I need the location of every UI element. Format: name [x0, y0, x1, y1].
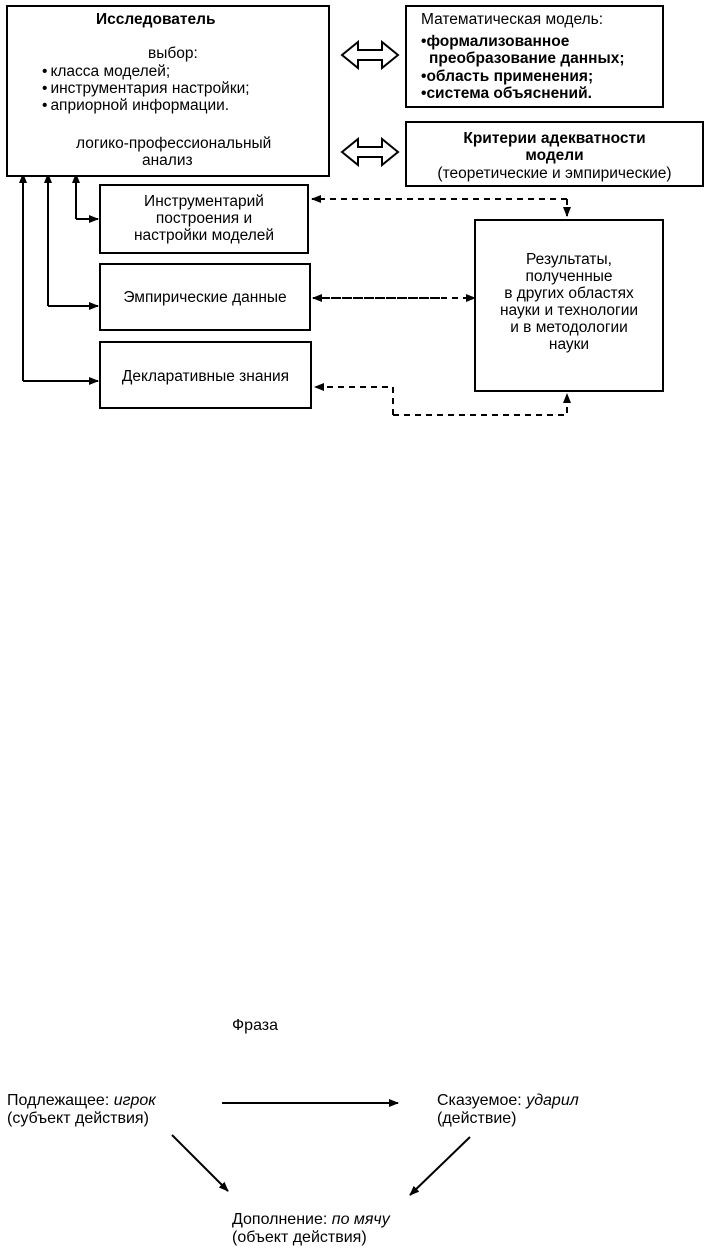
object-node: Дополнение: по мячу [232, 1211, 390, 1229]
math-model-box: Математическая модель: •формализованное … [405, 5, 664, 108]
criteria-title-line2: модели [525, 147, 584, 164]
criteria-box: Критерии адекватности модели (теоретичес… [405, 121, 704, 187]
arrow-predicate-object [409, 1136, 471, 1196]
predicate-word: ударил [526, 1092, 579, 1109]
toolkit-line1: Инструментарий [144, 193, 264, 210]
researcher-analysis-line1: логико-профессиональный [76, 135, 272, 152]
toolkit-line3: настройки моделей [133, 227, 275, 244]
declarative-knowledge-box: Декларативные знания [99, 341, 312, 409]
results-line: в других областях [504, 285, 634, 302]
criteria-title-line1: Критерии адекватности [463, 130, 646, 147]
results-line: Результаты, [526, 251, 612, 268]
subject-label: Подлежащее: [7, 1092, 114, 1109]
researcher-title: Исследователь [96, 11, 216, 28]
researcher-choice-item: инструментария настройки; [42, 80, 249, 97]
math-model-title: Математическая модель: [421, 11, 604, 28]
dashed-declarative-results [393, 393, 571, 416]
math-model-item-cont: преобразование данных; [429, 50, 625, 67]
researcher-choice-label: выбор: [148, 45, 198, 62]
arrow-subject-object [171, 1134, 229, 1192]
subject-role: (субъект действия) [7, 1110, 149, 1127]
predicate-label: Сказуемое: [437, 1092, 527, 1109]
phrase-title: Фраза [232, 1017, 279, 1034]
researcher-analysis-line2: анализ [142, 152, 193, 169]
researcher-choice-list: класса моделей; инструментария настройки… [42, 63, 250, 114]
declarative-knowledge-label: Декларативные знания [121, 368, 290, 385]
researcher-choice-item: класса моделей; [42, 63, 250, 80]
results-box: Результаты, полученные в других областях… [474, 219, 664, 392]
researcher-box: Исследователь выбор: класса моделей; инс… [6, 5, 330, 177]
empirical-data-box: Эмпирические данные [99, 263, 311, 331]
math-model-item: •область применения; [421, 68, 594, 85]
results-line: науки [548, 336, 590, 353]
predicate-role: (действие) [437, 1110, 517, 1127]
criteria-subtitle: (теоретические и эмпирические) [437, 165, 672, 182]
double-arrow-bottom [340, 136, 400, 168]
math-model-item: •система объяснений. [421, 85, 592, 102]
researcher-choice-item: априорной информации. [42, 97, 250, 114]
object-word: по мячу [331, 1211, 390, 1228]
results-line: полученные [525, 268, 613, 285]
empirical-data-label: Эмпирические данные [123, 289, 287, 306]
results-line: науки и технологии [499, 302, 639, 319]
object-role: (объект действия) [232, 1229, 367, 1246]
math-model-item: •формализованное [421, 33, 570, 50]
object-label: Дополнение: [232, 1211, 332, 1228]
predicate-node: Сказуемое: ударил [437, 1092, 579, 1110]
results-line: и в методологии [510, 319, 628, 336]
double-arrow-top [340, 39, 400, 71]
toolkit-box: Инструментарий построения и настройки мо… [99, 184, 309, 254]
toolkit-line2: построения и [155, 210, 253, 227]
subject-word: игрок [113, 1092, 156, 1109]
subject-node: Подлежащее: игрок [7, 1092, 156, 1110]
